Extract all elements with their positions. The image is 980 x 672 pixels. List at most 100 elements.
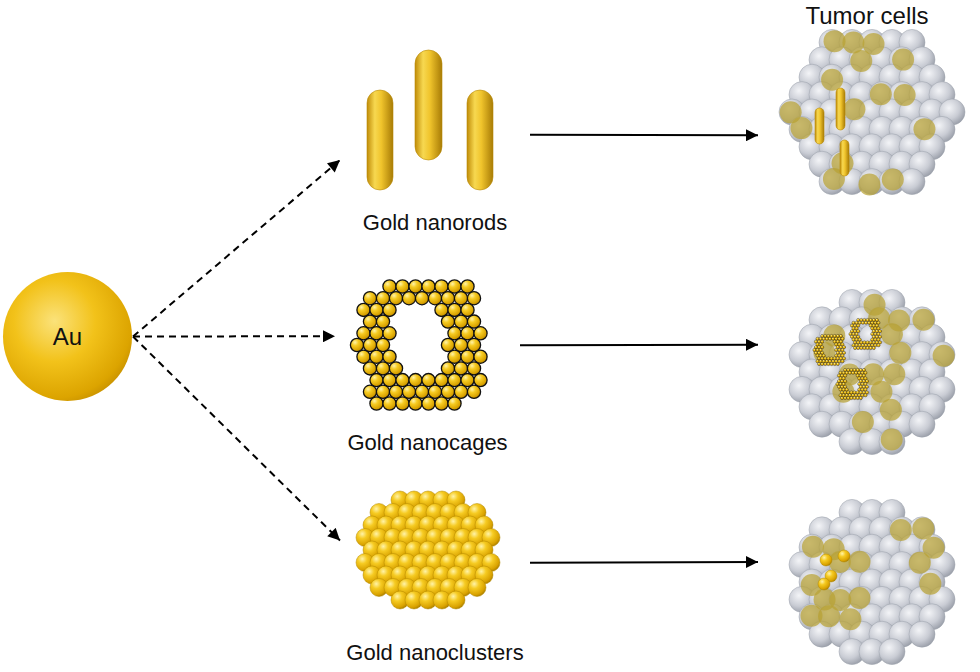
gold-atom [866,346,869,349]
gold-atom [821,362,824,365]
gold-atom [376,292,389,305]
nanocages-figure: Gold nanocages [335,278,520,460]
gold-atom [448,374,461,387]
gold-atom [817,362,820,365]
gold-atom [820,554,832,566]
tumor-cell [879,429,905,455]
arrow [530,561,758,564]
tumor-spot [850,50,872,72]
gold-atom [389,292,402,305]
tumor-spot [813,342,835,364]
gold-atom [467,338,480,351]
gold-atom [370,397,383,410]
gold-atom [448,397,461,410]
gold-atom [830,362,833,365]
gold-atom [363,292,376,305]
gold-atom [383,303,396,316]
gold-atom [836,362,839,365]
tumor-cell [909,411,935,437]
gold-atom [461,350,474,363]
tumor-spot [913,118,935,140]
gold-atom [357,327,370,340]
gold-nanocage [836,368,869,399]
gold-atom [422,397,435,410]
gold-atom [877,344,880,347]
gold-atom [441,362,454,375]
tumor-spot [892,49,914,71]
tumor-spot [882,168,904,190]
gold-atom [461,280,474,293]
tumor-cell-cluster [779,29,965,195]
tumor-spot [933,345,955,367]
gold-atom [447,591,465,609]
gold-atom [860,346,863,349]
tumor-spot [821,69,843,91]
tumor-spot [880,399,902,421]
gold-atom [396,280,409,293]
tumor-spot [790,117,812,139]
gold-atom [825,337,828,340]
gold-atom [422,374,435,387]
tumor-spot [889,342,911,364]
tumor-spot [894,84,916,106]
tumor-spot [909,552,931,574]
gold-atom [383,327,396,340]
gold-atom [461,374,474,387]
dashed-arrow [133,335,335,337]
gold-atom [474,374,487,387]
gold-atom [370,374,383,387]
gold-atom [383,374,396,387]
gold-atom [370,327,383,340]
tumor-spot [839,364,861,386]
tumor-figure [758,490,976,670]
gold-atom [376,362,389,375]
dashed-arrow [133,160,340,336]
gold-atom [441,315,454,328]
tumor-figure [758,280,976,465]
gold-atom [474,327,487,340]
tumor-spot [870,83,892,105]
tumor-spot [839,608,861,630]
gold-atom [428,385,441,398]
gold-atom [872,346,875,349]
gold-atom [850,396,853,399]
gold-atom [389,362,402,375]
gold-nanorod [467,90,493,190]
gold-atom [851,371,854,374]
gold-nanorod [836,88,845,130]
gold-atom [827,362,830,365]
gold-atom [857,346,860,349]
gold-atom [853,396,856,399]
gold-atom [409,280,422,293]
figure-caption: Tumor cells [805,2,928,31]
dashed-arrow [133,337,340,541]
tumor-spot [848,587,870,609]
tumor-cell-cluster [789,499,955,664]
tumor-cell [909,621,935,647]
tumor-spot [919,573,941,595]
arrow [530,134,758,137]
gold-atom [370,350,383,363]
gold-atom [370,303,383,316]
gold-atom [363,385,376,398]
gold-atom [828,337,831,340]
tumor-spot [843,98,865,120]
gold-atom [454,338,467,351]
tumor-spot [818,605,840,627]
tumor-spot [881,429,903,451]
gold-nanocluster [356,491,500,609]
gold-atom [863,346,866,349]
gold-atom [376,338,389,351]
element-symbol: Au [53,322,82,351]
gold-atom [435,303,448,316]
gold-atom [448,303,461,316]
gold-atom [350,338,363,351]
gold-nanocage [849,318,882,349]
gold-nanocage [350,280,487,410]
tumor-cell [879,639,905,665]
tumor-spot [802,536,824,558]
gold-atom [859,396,862,399]
gold-atom [467,362,480,375]
gold-atom [363,338,376,351]
